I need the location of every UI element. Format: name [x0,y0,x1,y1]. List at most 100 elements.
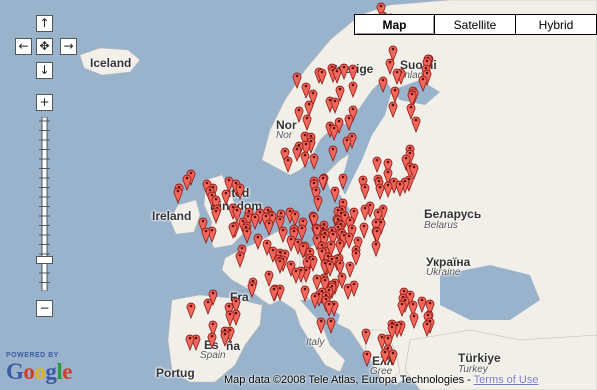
pan-down-button[interactable]: ↓ [36,62,53,79]
location-marker[interactable] [385,57,395,75]
location-marker[interactable] [324,299,334,317]
location-marker[interactable] [335,84,345,102]
location-marker[interactable] [317,67,327,85]
location-marker[interactable] [422,319,432,337]
location-marker[interactable] [302,256,312,274]
pan-center-button[interactable]: ✥ [36,38,53,55]
location-marker[interactable] [292,144,302,162]
location-marker[interactable] [387,322,397,340]
location-marker[interactable] [328,144,338,162]
location-marker[interactable] [297,223,307,241]
location-marker[interactable] [372,226,382,244]
location-marker[interactable] [313,194,323,212]
location-marker[interactable] [373,207,383,225]
location-marker[interactable] [224,301,234,319]
location-marker[interactable] [186,301,196,319]
location-marker[interactable] [325,259,335,277]
location-marker[interactable] [353,235,363,253]
pan-left-button[interactable]: ← [15,38,32,55]
location-marker[interactable] [316,316,326,334]
location-marker[interactable] [235,182,245,200]
location-marker[interactable] [332,66,342,84]
location-marker[interactable] [211,194,221,212]
location-marker[interactable] [358,174,368,192]
location-marker[interactable] [290,209,300,227]
google-logo[interactable]: Google [6,359,72,385]
location-marker[interactable] [318,173,328,191]
location-marker[interactable] [275,256,285,274]
location-marker[interactable] [289,226,299,244]
location-marker[interactable] [311,185,321,203]
location-marker[interactable] [310,291,320,309]
location-marker[interactable] [300,284,310,302]
location-marker[interactable] [425,298,435,316]
location-marker[interactable] [235,250,245,268]
location-marker[interactable] [208,288,218,306]
location-marker[interactable] [362,349,372,367]
location-marker[interactable] [388,348,398,366]
location-marker[interactable] [422,68,432,86]
location-marker[interactable] [418,74,428,92]
location-marker[interactable] [185,333,195,351]
location-marker[interactable] [203,297,213,315]
location-marker[interactable] [247,280,257,298]
location-marker[interactable] [253,232,263,250]
location-marker[interactable] [388,100,398,118]
location-marker[interactable] [330,185,340,203]
location-marker[interactable] [208,319,218,337]
location-marker[interactable] [335,258,345,276]
location-marker[interactable] [286,259,296,277]
location-marker[interactable] [335,238,345,256]
location-marker[interactable] [361,327,371,345]
location-marker[interactable] [221,188,231,206]
location-marker[interactable] [291,266,301,284]
location-marker[interactable] [408,299,418,317]
location-marker[interactable] [198,216,208,234]
location-marker[interactable] [349,206,359,224]
location-marker[interactable] [417,295,427,313]
location-marker[interactable] [211,206,221,224]
location-marker[interactable] [409,162,419,180]
location-marker[interactable] [351,248,361,266]
location-marker[interactable] [232,205,242,223]
location-marker[interactable] [261,211,271,229]
location-marker[interactable] [275,214,285,232]
location-marker[interactable] [264,269,274,287]
zoom-slider-track[interactable] [36,117,53,291]
location-marker[interactable] [292,71,302,89]
location-marker[interactable] [348,80,358,98]
map-type-map-button[interactable]: Map [354,14,435,35]
location-marker[interactable] [371,217,381,235]
location-marker[interactable] [309,152,319,170]
location-marker[interactable] [182,173,192,191]
location-marker[interactable] [298,241,308,259]
location-marker[interactable] [411,115,421,133]
location-marker[interactable] [383,167,393,185]
location-marker[interactable] [334,116,344,134]
location-marker[interactable] [383,333,393,351]
location-marker[interactable] [280,146,290,164]
location-marker[interactable] [309,211,319,229]
location-marker[interactable] [344,113,354,131]
location-marker[interactable] [269,284,279,302]
location-marker[interactable] [392,67,402,85]
location-marker[interactable] [173,186,183,204]
location-marker[interactable] [250,212,260,230]
location-marker[interactable] [338,172,348,190]
pan-right-button[interactable]: → [60,38,77,55]
location-marker[interactable] [328,229,338,247]
location-marker[interactable] [326,316,336,334]
zoom-in-button[interactable]: + [36,94,53,111]
location-marker[interactable] [337,271,347,289]
location-marker[interactable] [345,215,355,233]
map-type-satellite-button[interactable]: Satellite [434,14,516,35]
location-marker[interactable] [409,311,419,329]
location-marker[interactable] [390,85,400,103]
location-marker[interactable] [201,226,211,244]
location-marker[interactable] [304,99,314,117]
location-marker[interactable] [300,150,310,168]
location-marker[interactable] [225,309,235,327]
location-marker[interactable] [329,123,339,141]
location-marker[interactable] [344,231,354,249]
location-marker[interactable] [207,331,217,349]
